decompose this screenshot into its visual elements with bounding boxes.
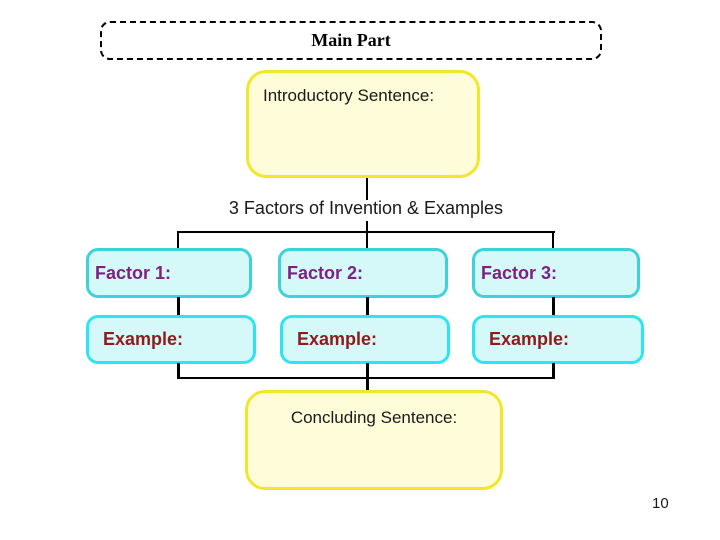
example-2-label: Example: xyxy=(297,329,378,349)
example-2-box: Example: xyxy=(280,315,450,364)
factor-2-box: Factor 2: xyxy=(278,248,448,298)
example-1-box: Example: xyxy=(86,315,256,364)
bracket-bottom-stub-middle xyxy=(366,363,369,379)
factor-3-box: Factor 3: xyxy=(472,248,640,298)
factor-2-label: Factor 2: xyxy=(287,262,364,283)
introductory-sentence-label: Introductory Sentence: xyxy=(263,86,435,105)
connector-factor3-example3 xyxy=(552,297,555,316)
main-part-box: Main Part xyxy=(100,21,602,60)
factor-3-label: Factor 3: xyxy=(481,262,558,283)
factor-1-label: Factor 1: xyxy=(95,262,172,283)
concluding-sentence-box: Concluding Sentence: xyxy=(245,390,503,490)
bracket-top-stub-right xyxy=(552,231,554,249)
page-number: 10 xyxy=(652,495,669,512)
bracket-top-stub-middle xyxy=(366,231,368,249)
bracket-bottom-stub-left xyxy=(177,363,180,379)
concluding-sentence-label: Concluding Sentence: xyxy=(290,408,458,427)
branch-heading: 3 Factors of Invention & Examples xyxy=(228,198,504,218)
bracket-bottom-stub-right xyxy=(552,363,555,379)
example-3-label: Example: xyxy=(489,329,570,349)
main-part-label: Main Part xyxy=(311,30,391,50)
factor-1-box: Factor 1: xyxy=(86,248,252,298)
connector-branch-to-bracket xyxy=(366,221,368,232)
example-1-label: Example: xyxy=(103,329,184,349)
connector-intro-to-branch xyxy=(366,178,368,200)
introductory-sentence-box: Introductory Sentence: xyxy=(246,70,480,178)
connector-factor2-example2 xyxy=(366,297,369,316)
bracket-top-stub-left xyxy=(177,231,179,249)
connector-factor1-example1 xyxy=(177,297,180,316)
connector-bracket-to-concluding xyxy=(366,378,369,391)
example-3-box: Example: xyxy=(472,315,644,364)
